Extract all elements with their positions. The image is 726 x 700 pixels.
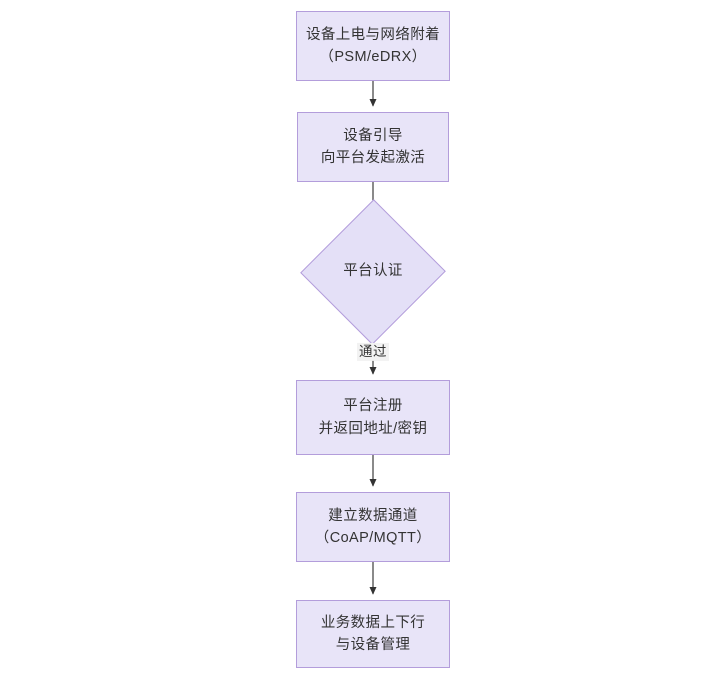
- node-text-line: 业务数据上下行: [320, 614, 426, 631]
- node-text-line: （CoAP/MQTT）: [314, 530, 432, 546]
- node-text-line: 设备上电与网络附着: [305, 26, 441, 43]
- node-text-line: 建立数据通道: [328, 507, 418, 524]
- edge-label-pass: 通过: [357, 342, 389, 362]
- node-text-line: 并返回地址/密钥: [318, 420, 428, 437]
- node-text-line: 平台认证: [343, 263, 403, 280]
- node-text-line: （PSM/eDRX）: [319, 49, 427, 65]
- node-text-line: 与设备管理: [335, 637, 411, 653]
- node-text-line: 设备引导: [343, 127, 403, 144]
- node-establish-data-channel[interactable]: 建立数据通道 （CoAP/MQTT）: [296, 492, 450, 562]
- node-platform-authentication[interactable]: 平台认证: [300, 199, 446, 345]
- node-business-data-and-device-management[interactable]: 业务数据上下行 与设备管理: [296, 600, 450, 668]
- node-text-line: 向平台发起激活: [320, 150, 426, 166]
- node-text-line: 平台注册: [343, 398, 403, 415]
- node-device-bootstrap[interactable]: 设备引导 向平台发起激活: [297, 112, 449, 182]
- node-device-power-on[interactable]: 设备上电与网络附着 （PSM/eDRX）: [296, 11, 450, 81]
- node-platform-registration[interactable]: 平台注册 并返回地址/密钥: [296, 380, 450, 455]
